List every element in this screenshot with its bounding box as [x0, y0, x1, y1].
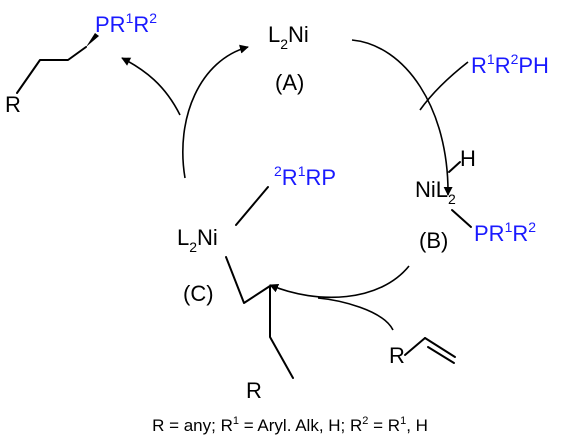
reagent-entry-arrow	[419, 61, 469, 111]
ni-p-bond-c	[235, 186, 269, 226]
complex-a-formula: L2Ni	[268, 22, 309, 52]
reagent-phosphine: R1R2PH	[471, 51, 549, 78]
alkene-molecule: R	[389, 337, 456, 368]
substituent-caption: R = any; R1 = Aryl. Alk, H; R2 = R1, H	[152, 415, 428, 435]
complex-c-label: (C)	[183, 281, 214, 306]
complex-b-formula: NiL2	[415, 177, 456, 207]
product-release-arrow	[121, 57, 181, 116]
complex-c-formula: L2Ni	[177, 225, 218, 255]
complex-c-alkyl-chain	[225, 256, 294, 379]
cycle-arrow-b-to-c	[269, 265, 410, 299]
alkene-single-bond	[404, 337, 426, 356]
complex-b-hydride: H	[460, 146, 476, 171]
alkene-entry-arrow	[317, 297, 394, 331]
product-phosphine-label: PR1R2	[95, 10, 157, 37]
cycle-arrow-c-to-a	[182, 44, 249, 179]
product-wedge-bond	[86, 33, 99, 47]
complex-a-label: (A)	[275, 70, 304, 95]
product-chain-bonds	[16, 46, 87, 94]
product-r-label: R	[5, 92, 21, 117]
alkene-r-label: R	[389, 343, 405, 368]
ni-p-bond	[451, 209, 472, 228]
product-molecule: R PR1R2	[5, 10, 157, 117]
complex-c-phosphido: 2R1RP	[274, 163, 336, 190]
complex-c-r-label: R	[246, 378, 262, 403]
complex-b-phosphido: PR1R2	[474, 219, 536, 246]
ni-h-bond	[448, 161, 461, 173]
cycle-arrow-a-to-b	[351, 39, 453, 196]
alkene-double-bond-outer	[424, 337, 456, 358]
alkene-double-bond-inner	[427, 346, 455, 364]
complex-b-label: (B)	[419, 228, 448, 253]
